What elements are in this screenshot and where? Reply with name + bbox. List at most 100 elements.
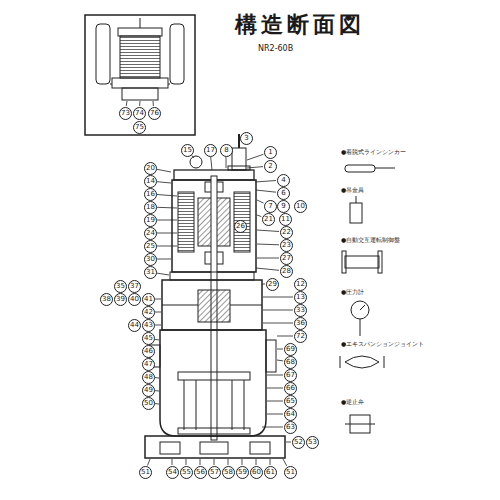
callout-circle: 36 <box>294 317 307 330</box>
leader-line <box>256 459 257 465</box>
leader-line <box>139 101 140 106</box>
leader-line <box>277 360 283 362</box>
callout-number: 19 <box>146 217 155 224</box>
callout-number: 64 <box>286 411 295 418</box>
callout-circle: 49 <box>142 384 155 397</box>
callout-number: 76 <box>150 110 159 117</box>
callout-circle: 3 <box>240 132 253 145</box>
leader-line <box>257 244 279 246</box>
callout-circle: 52 <box>292 436 305 449</box>
leader-line <box>263 297 293 298</box>
callout-number: 21 <box>264 216 273 223</box>
leader-line <box>126 101 128 106</box>
callout-circle: 15 <box>181 144 194 157</box>
callout-circle: 27 <box>280 252 293 265</box>
callout-circle: 23 <box>280 239 293 252</box>
callout-number: 28 <box>282 268 291 275</box>
callout-circle: 30 <box>144 253 157 266</box>
leader-line <box>211 157 212 170</box>
callout-number: 50 <box>144 400 153 407</box>
callout-number: 29 <box>268 281 277 288</box>
callout-number: 44 <box>130 322 139 329</box>
leader-line <box>157 182 171 183</box>
callout-number: 3 <box>244 135 248 142</box>
callout-number: 30 <box>146 256 155 263</box>
leader-line <box>172 459 173 465</box>
callout-circle: 16 <box>144 188 157 201</box>
callout-number: 27 <box>282 255 291 262</box>
callout-number: 45 <box>144 335 153 342</box>
leader-line <box>155 299 161 300</box>
leader-line <box>186 459 187 465</box>
callout-circle: 35 <box>114 280 127 293</box>
callout-circle: 68 <box>284 356 297 369</box>
leader-line <box>256 268 279 270</box>
leader-line <box>157 233 177 234</box>
accessory-label: ●圧力計 <box>340 288 365 297</box>
leader-line <box>262 427 283 428</box>
leader-line <box>157 220 177 221</box>
callout-circle: 63 <box>284 421 297 434</box>
leader-line <box>157 259 171 260</box>
callout-circle: 42 <box>142 306 155 319</box>
callout-circle: 64 <box>284 408 297 421</box>
callout-number: 43 <box>144 322 153 329</box>
callout-circle: 60 <box>250 466 263 479</box>
callout-circle: 51 <box>139 466 152 479</box>
callout-number: 10 <box>296 203 305 210</box>
callout-circle: 47 <box>142 358 155 371</box>
callout-number: 52 <box>294 439 303 446</box>
callout-circle: 65 <box>284 395 297 408</box>
leader-line <box>277 336 293 337</box>
callout-number: 22 <box>282 229 291 236</box>
accessory-label: ●着脱式ラインシンカー <box>340 148 407 157</box>
callout-number: 51 <box>286 469 295 476</box>
callout-circle: 51 <box>284 466 297 479</box>
callout-number: 24 <box>146 230 155 237</box>
callout-number: 57 <box>210 469 219 476</box>
callout-circle: 66 <box>284 382 297 395</box>
callout-circle: 12 <box>294 278 307 291</box>
callout-circle: 7 <box>264 200 277 213</box>
callout-number: 61 <box>266 469 275 476</box>
callout-circle: 4 <box>277 174 290 187</box>
callout-circle: 69 <box>284 343 297 356</box>
callout-circle: 19 <box>144 214 157 227</box>
callout-circle: 55 <box>180 466 193 479</box>
callout-number: 23 <box>282 242 291 249</box>
callout-number: 66 <box>286 385 295 392</box>
leader-line <box>155 325 161 326</box>
leader-line <box>257 215 261 217</box>
leader-line <box>267 401 283 402</box>
callout-circle: 13 <box>294 291 307 304</box>
callout-circle: 25 <box>144 240 157 253</box>
leader-line <box>228 459 229 465</box>
callout-number: 38 <box>102 296 111 303</box>
callout-circle: 58 <box>222 466 235 479</box>
leader-line <box>157 207 177 209</box>
leader-line <box>155 377 159 378</box>
callout-number: 14 <box>146 178 155 185</box>
callout-number: 31 <box>146 269 155 276</box>
callout-number: 56 <box>196 469 205 476</box>
callout-circle: 56 <box>194 466 207 479</box>
accessory-label: ●自動交互運転制御盤 <box>340 236 401 245</box>
leader-line <box>283 459 287 466</box>
accessory-label: ●エキスパンションジョイント <box>340 340 425 349</box>
callout-circle: 46 <box>142 345 155 358</box>
callout-number: 26 <box>236 223 245 230</box>
leader-line <box>267 388 283 389</box>
callout-number: 65 <box>286 398 295 405</box>
leader-line <box>192 155 194 158</box>
callout-circle: 44 <box>128 319 141 332</box>
callout-number: 13 <box>296 294 305 301</box>
leader-line <box>155 339 159 341</box>
callout-circle: 17 <box>204 144 217 157</box>
callout-number: 53 <box>308 439 317 446</box>
callout-circle: 26 <box>234 220 247 233</box>
callout-number: 69 <box>286 346 295 353</box>
accessory-label: ●吊金具 <box>340 186 365 195</box>
callout-circle: 9 <box>277 200 290 213</box>
callout-number: 68 <box>286 359 295 366</box>
